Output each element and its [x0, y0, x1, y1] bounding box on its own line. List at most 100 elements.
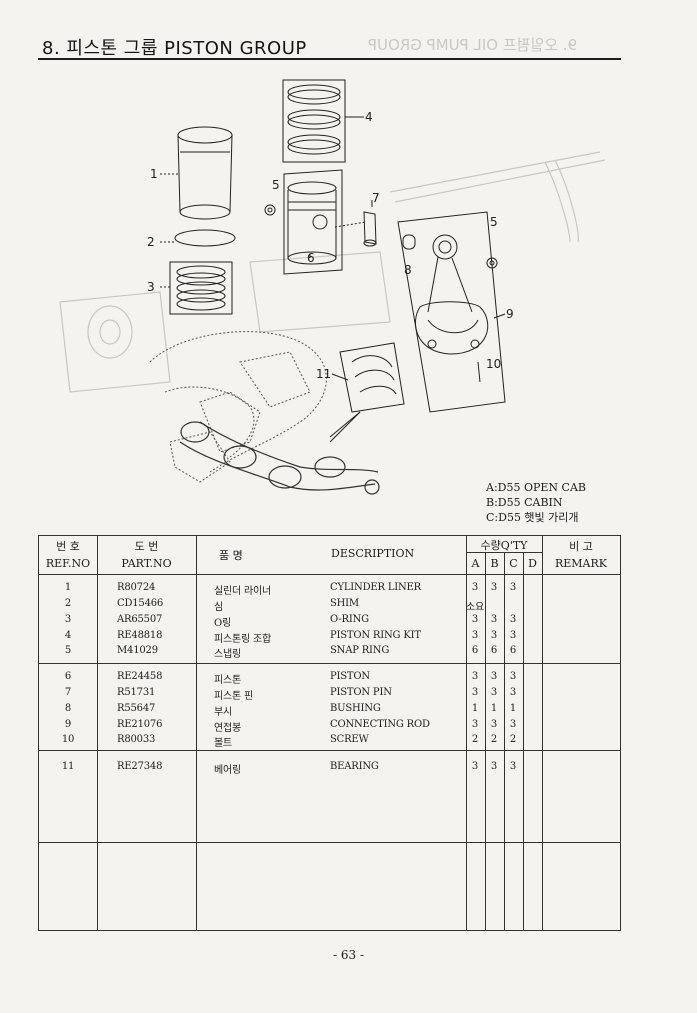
title-rule — [38, 58, 621, 60]
cell-a: 3 — [471, 582, 479, 593]
header-remark-en: REMARK — [554, 557, 608, 570]
cell-a: 3 — [471, 761, 479, 772]
cell-a: 3 — [471, 687, 479, 698]
header-qty: 수량Q'TY — [466, 537, 542, 553]
col-divider — [523, 552, 524, 930]
cell-c: 3 — [509, 614, 517, 625]
cell-ko: 스냅링 — [214, 649, 241, 660]
cell-ref: 10 — [61, 734, 75, 745]
cell-b: 3 — [490, 671, 498, 682]
cell-desc: BEARING — [330, 761, 379, 772]
cell-b: 1 — [490, 703, 498, 714]
cell-desc: SCREW — [330, 734, 369, 745]
cell-a: 2 — [471, 734, 479, 745]
cell-c: 3 — [509, 719, 517, 730]
callout-1: 1 — [150, 167, 158, 181]
cell-part: RE21076 — [117, 719, 163, 730]
callout-5b: 5 — [490, 215, 498, 229]
cell-desc: PISTON RING KIT — [330, 630, 421, 641]
callout-3: 3 — [147, 280, 155, 294]
col-divider — [196, 536, 197, 930]
cell-b: 3 — [490, 630, 498, 641]
header-description: DESCRIPTION — [331, 547, 415, 560]
cell-c: 3 — [509, 761, 517, 772]
cell-a: 소요 — [466, 602, 484, 613]
cell-b: 3 — [490, 582, 498, 593]
legend-b: B:D55 CABIN — [486, 496, 563, 509]
cell-ko: 연접봉 — [214, 723, 241, 734]
cell-b: 3 — [490, 614, 498, 625]
cell-desc: SNAP RING — [330, 645, 390, 656]
cell-c: 3 — [509, 630, 517, 641]
cell-ref: 9 — [64, 719, 72, 730]
header-part-ko: 도 번 — [134, 540, 159, 553]
cell-ko: 피스톤링 조합 — [214, 634, 271, 645]
cell-ref: 5 — [64, 645, 72, 656]
callout-7: 7 — [372, 191, 380, 205]
cell-ref: 2 — [64, 598, 72, 609]
cell-a: 3 — [471, 671, 479, 682]
cell-desc: PISTON — [330, 671, 370, 682]
group-rule — [39, 663, 620, 664]
cell-part: R80033 — [117, 734, 156, 745]
cell-ko: 실린더 라이너 — [214, 586, 271, 597]
header-remark-ko: 비 고 — [569, 540, 593, 553]
parts-table: 번 호 REF.NO 도 번 PART.NO 품 명 DESCRIPTION 수… — [38, 535, 621, 931]
legend-a: A:D55 OPEN CAB — [486, 481, 586, 494]
header-qty-a: A — [471, 557, 480, 570]
page-title: 8. 피스톤 그룹 PISTON GROUP — [42, 38, 307, 59]
cell-desc: CYLINDER LINER — [330, 582, 421, 593]
cell-ref: 6 — [64, 671, 72, 682]
callout-4: 4 — [365, 110, 373, 124]
header-qty-en: Q'TY — [500, 539, 528, 552]
header-name-ko: 품 명 — [219, 549, 243, 562]
header-qty-d: D — [528, 557, 537, 570]
cell-ref: 8 — [64, 703, 72, 714]
cell-c: 2 — [509, 734, 517, 745]
cell-a: 3 — [471, 630, 479, 641]
cell-c: 3 — [509, 687, 517, 698]
cell-ref: 11 — [61, 761, 75, 772]
cell-a: 1 — [471, 703, 479, 714]
cell-c: 3 — [509, 671, 517, 682]
cell-desc: CONNECTING ROD — [330, 719, 430, 730]
header-qty-b: B — [490, 557, 499, 570]
cell-b: 3 — [490, 719, 498, 730]
piston-group-exploded-diagram: 1 2 3 4 5 6 7 8 5 9 10 11 — [59, 79, 606, 495]
cell-b: 2 — [490, 734, 498, 745]
cell-b: 3 — [490, 687, 498, 698]
cell-a: 3 — [471, 614, 479, 625]
header-ref-ko: 번 호 — [56, 540, 80, 553]
cell-desc: BUSHING — [330, 703, 381, 714]
cell-part: RE24458 — [117, 671, 163, 682]
cell-ref: 1 — [64, 582, 72, 593]
callout-2: 2 — [147, 235, 155, 249]
cell-part: R80724 — [117, 582, 156, 593]
col-divider — [542, 536, 543, 930]
cell-a: 6 — [471, 645, 479, 656]
col-divider — [485, 552, 486, 930]
callout-10: 10 — [486, 357, 501, 371]
cell-desc: O-RING — [330, 614, 369, 625]
cell-ko: 피스톤 — [214, 675, 241, 686]
col-divider — [466, 536, 467, 930]
callout-11: 11 — [316, 367, 331, 381]
cell-ko: 볼트 — [214, 738, 232, 749]
header-part-en: PART.NO — [121, 557, 172, 570]
header-qty-ko: 수량 — [480, 539, 501, 552]
group-rule — [39, 842, 620, 843]
cell-ko: 피스톤 핀 — [214, 691, 253, 702]
col-divider — [97, 536, 98, 930]
cell-part: AR65507 — [117, 614, 163, 625]
cell-part: M41029 — [117, 645, 158, 656]
cell-ko: 부시 — [214, 707, 232, 718]
cell-desc: PISTON PIN — [330, 687, 392, 698]
callout-5a: 5 — [272, 178, 280, 192]
cell-part: R51731 — [117, 687, 156, 698]
cell-c: 3 — [509, 582, 517, 593]
cell-c: 1 — [509, 703, 517, 714]
cell-ko: 베어링 — [214, 765, 241, 776]
cell-part: R55647 — [117, 703, 156, 714]
cell-b: 3 — [490, 761, 498, 772]
legend-c: C:D55 햇빛 가리개 — [486, 511, 579, 524]
